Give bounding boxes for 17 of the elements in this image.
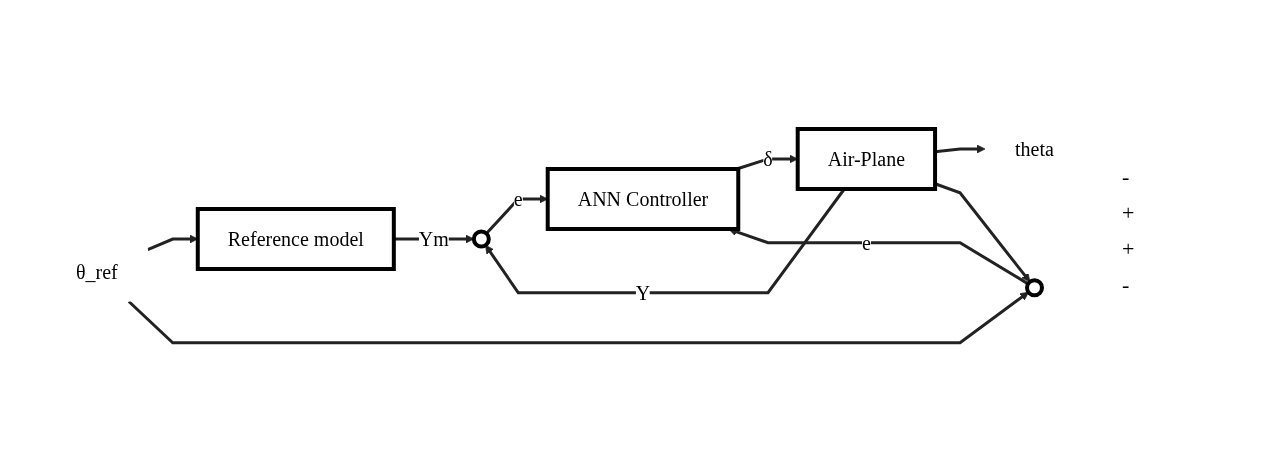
- arrow: [127, 291, 1029, 345]
- node-box: Air-Plane: [795, 127, 938, 192]
- node-circle: [471, 229, 491, 249]
- edge-label: Y: [635, 281, 651, 304]
- node-box: Reference model: [195, 207, 396, 272]
- sign-label: -: [1122, 272, 1131, 298]
- sign-label: -: [1122, 164, 1131, 190]
- node-text: θ_ref: [76, 260, 118, 283]
- node-circle: [1025, 278, 1045, 298]
- edge-label: Ym: [418, 228, 449, 251]
- edge-label: e: [513, 188, 523, 211]
- sign-label: +: [1122, 200, 1136, 226]
- edge-label: e: [861, 231, 871, 254]
- edge-label: δ: [763, 148, 773, 171]
- node-box: ANN Controller: [545, 167, 741, 232]
- node-text: theta: [1015, 138, 1054, 161]
- sign-label: +: [1122, 236, 1136, 262]
